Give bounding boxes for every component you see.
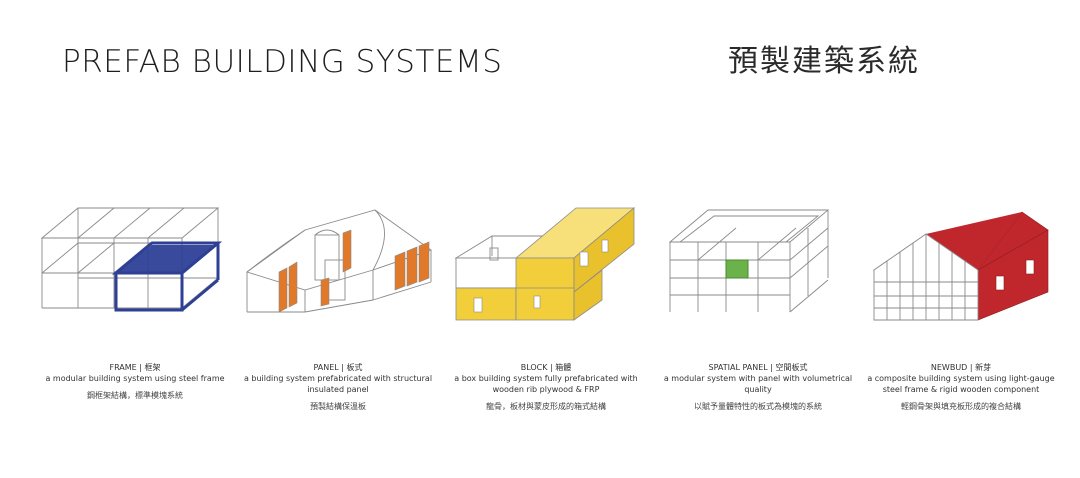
system-name-zh: 新芽	[975, 363, 992, 372]
spatial-panel-caption: SPATIAL PANEL | 空間板式 a modular system wi…	[658, 362, 858, 412]
system-name-zh: 框架	[144, 363, 161, 372]
system-description: a building system prefabricated with str…	[243, 374, 433, 394]
frame-caption: FRAME | 框架 a modular building system usi…	[35, 362, 235, 401]
newbud-caption: NEWBUD | 新芽 a composite building system …	[861, 362, 1061, 412]
system-description-zh: 輕鋼骨架與填充板形成的複合結構	[901, 402, 1021, 411]
block-system-illustration	[452, 200, 642, 330]
system-name: NEWBUD	[930, 363, 968, 372]
system-description-zh: 預製結構保溫板	[310, 402, 366, 411]
system-description: a box building system fully prefabricate…	[454, 374, 638, 394]
system-name: PANEL	[313, 363, 339, 372]
system-description-zh: 龍骨，板材與蒙皮形成的箱式結構	[486, 402, 606, 411]
system-name-zh: 箱體	[555, 363, 572, 372]
block-caption: BLOCK | 箱體 a box building system fully p…	[446, 362, 646, 412]
panel-system-illustration	[245, 200, 435, 330]
system-description-zh: 以賦予量體特性的板式為模塊的系統	[694, 402, 822, 411]
page-title: PREFAB BUILDING SYSTEMS	[62, 44, 503, 80]
system-description: a composite building system using light-…	[867, 374, 1055, 394]
system-name: BLOCK	[520, 363, 548, 372]
spatial-panel-illustration	[668, 200, 858, 330]
panel-caption: PANEL | 板式 a building system prefabricat…	[238, 362, 438, 412]
system-name: SPATIAL PANEL	[708, 363, 768, 372]
page-title-zh: 預製建築系統	[728, 44, 920, 79]
system-description: a modular building system using steel fr…	[45, 374, 225, 383]
system-description: a modular system with panel with volumet…	[663, 374, 853, 394]
frame-system-illustration	[38, 200, 228, 330]
system-name-zh: 板式	[346, 363, 363, 372]
system-description-zh: 鋼框架結構，標準模塊系統	[87, 391, 183, 400]
system-name: FRAME	[109, 363, 137, 372]
newbud-illustration	[872, 200, 1062, 330]
system-name-zh: 空間板式	[775, 363, 808, 372]
